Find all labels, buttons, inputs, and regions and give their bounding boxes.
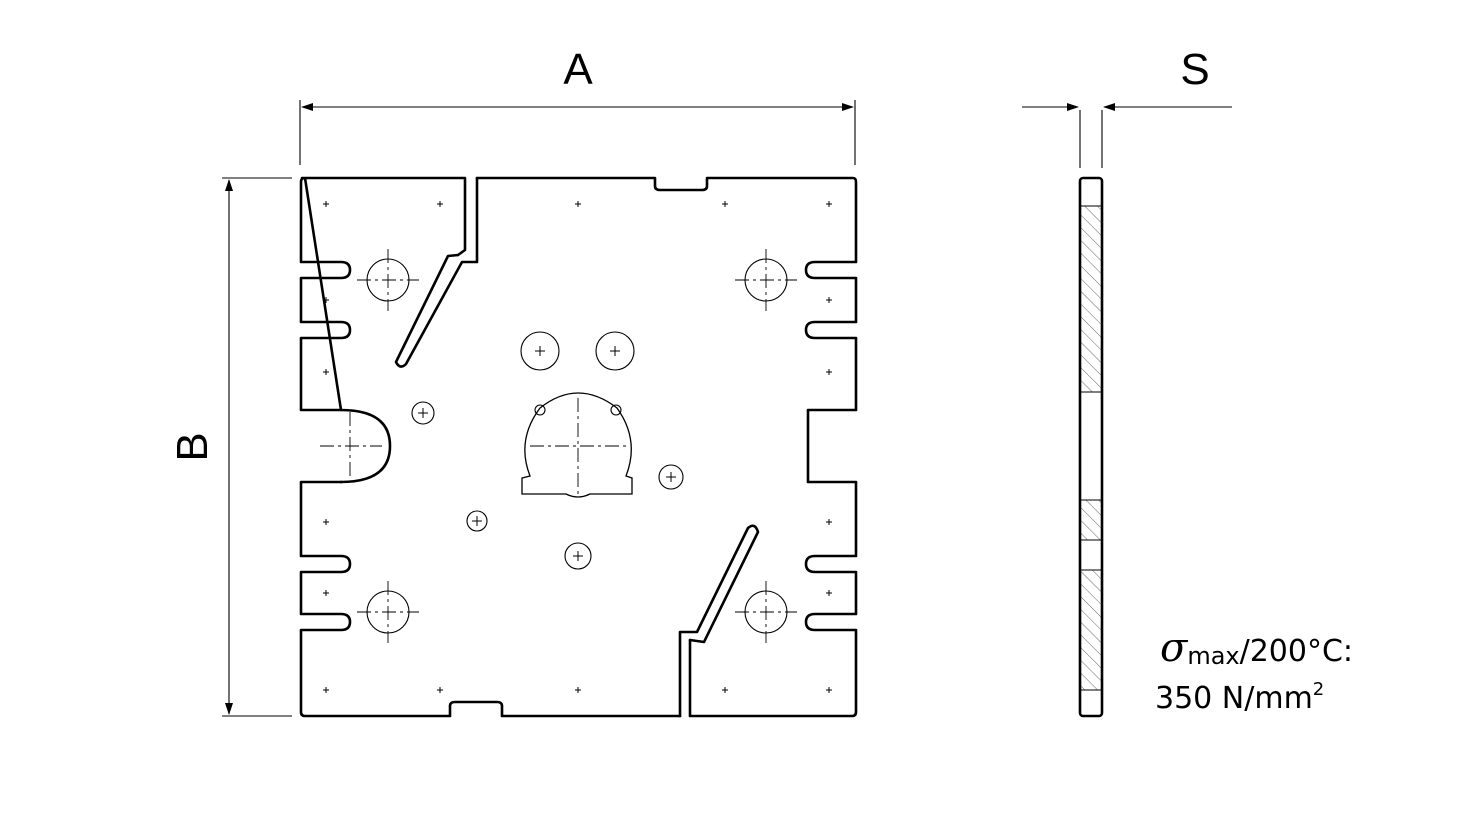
corner-holes	[357, 249, 797, 643]
medium-holes	[520, 331, 635, 371]
dimension-s: S	[1022, 45, 1232, 168]
diagonal-slot-lower	[678, 524, 760, 718]
spec-exponent: 2	[1313, 679, 1324, 700]
center-axis	[530, 398, 626, 494]
dimension-a: A	[299, 45, 856, 165]
side-view	[1078, 176, 1104, 718]
dimension-a-label: A	[563, 45, 593, 94]
left-semicircle-cutout	[339, 408, 392, 484]
dimension-b: B	[168, 177, 292, 717]
svg-text:350 N/mm2: 350 N/mm2	[1155, 679, 1324, 716]
spec-condition: /200°C:	[1240, 634, 1353, 669]
svg-text:σmax/200°C:: σmax/200°C:	[1160, 625, 1353, 671]
plate-outline	[299, 176, 858, 718]
sigma-symbol: σ	[1160, 625, 1189, 671]
reference-marks	[322, 200, 833, 694]
dimension-s-label: S	[1180, 45, 1209, 94]
small-holes	[411, 401, 684, 570]
dimension-b-label: B	[168, 432, 217, 461]
diagonal-slot-upper	[394, 176, 479, 368]
spec-value: 350 N/mm	[1155, 681, 1313, 716]
spec-note: σmax/200°C: 350 N/mm2	[1155, 625, 1353, 716]
center-keyed-hole	[521, 392, 633, 498]
sigma-subscript: max	[1187, 642, 1239, 670]
